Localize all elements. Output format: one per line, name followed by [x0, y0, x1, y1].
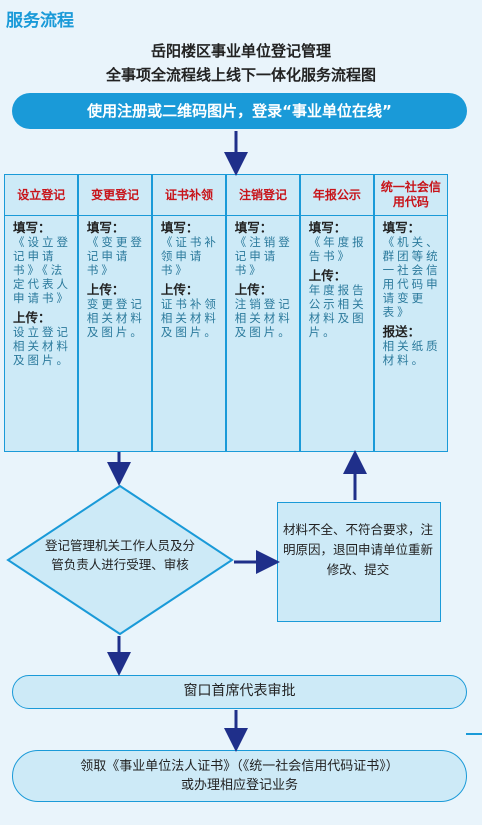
- review-diamond: [6, 484, 234, 636]
- final-step-line-1: 领取《事业单位法人证书》（《统一社会信用代码证书》）: [80, 759, 399, 774]
- step-body: 填写：《机关、群团等统一社会信用代码申请变更表》报送：相关纸质材料。: [375, 216, 447, 368]
- step-column: 变更登记填写：《变更登记申请书》上传：变更登记相关材料及图片。: [78, 175, 152, 451]
- approval-step-bar: 窗口首席代表审批: [12, 675, 467, 709]
- step-body: 填写：《设立登记申请书》《法定代表人申请书》上传：设立登记相关材料及图片。: [5, 216, 77, 368]
- step-column: 设立登记填写：《设立登记申请书》《法定代表人申请书》上传：设立登记相关材料及图片…: [5, 175, 78, 451]
- upload-label: 上传：: [160, 282, 199, 297]
- final-step-bar: 领取《事业单位法人证书》（《统一社会信用代码证书》） 或办理相应登记业务: [12, 750, 467, 802]
- diagram-title-line-1: 岳阳楼区事业单位登记管理: [150, 42, 331, 60]
- reject-text: 材料不全、不符合要求，注明原因，退回申请单位重新修改、提交: [282, 522, 433, 577]
- fill-text: 《注销登记申请书》: [234, 235, 293, 277]
- diagram-title-line-2: 全事项全流程线上线下一体化服务流程图: [105, 66, 376, 84]
- step-column: 年报公示填写：《年度报告书》上传：年度报告公示相关材料及图片。: [300, 175, 374, 451]
- service-steps-table: 设立登记填写：《设立登记申请书》《法定代表人申请书》上传：设立登记相关材料及图片…: [4, 174, 448, 452]
- step-head: 年报公示: [300, 175, 374, 216]
- header-label: 服务流程: [6, 11, 74, 31]
- fill-text: 《变更登记申请书》: [86, 235, 145, 277]
- fill-label: 填写：: [234, 220, 273, 235]
- step-body: 填写：《注销登记申请书》上传：注销登记相关材料及图片。: [227, 216, 299, 340]
- upload-text: 证书补领相关材料及图片。: [160, 297, 219, 339]
- step-head: 变更登记: [78, 175, 152, 216]
- fill-label: 填写：: [13, 220, 51, 235]
- upload-text: 注销登记相关材料及图片。: [234, 297, 293, 339]
- upload-label: 报送：: [382, 324, 421, 339]
- final-step-line-2: 或办理相应登记业务: [180, 778, 298, 793]
- step-body: 填写：《年度报告书》上传：年度报告公示相关材料及图片。: [301, 216, 373, 340]
- step-head: 设立登记: [5, 175, 78, 216]
- fill-text: 《设立登记申请书》《法定代表人申请书》: [13, 235, 71, 305]
- step-column: 统一社会信用代码填写：《机关、群团等统一社会信用代码申请变更表》报送：相关纸质材…: [374, 175, 448, 451]
- login-step-bar: 使用注册或二维码图片，登录“事业单位在线”: [12, 93, 467, 129]
- side-decoration-line: [466, 733, 482, 735]
- step-head: 证书补领: [152, 175, 226, 216]
- upload-label: 上传：: [13, 310, 51, 325]
- step-head: 统一社会信用代码: [374, 175, 448, 216]
- step-column: 证书补领填写：《证书补领申请书》上传：证书补领相关材料及图片。: [152, 175, 226, 451]
- step-column: 注销登记填写：《注销登记申请书》上传：注销登记相关材料及图片。: [226, 175, 300, 451]
- upload-text: 年度报告公示相关材料及图片。: [308, 283, 367, 339]
- step-body: 填写：《变更登记申请书》上传：变更登记相关材料及图片。: [79, 216, 151, 340]
- step-body: 填写：《证书补领申请书》上传：证书补领相关材料及图片。: [153, 216, 225, 340]
- fill-label: 填写：: [382, 220, 421, 235]
- reject-box: [277, 502, 441, 622]
- fill-label: 填写：: [160, 220, 199, 235]
- review-text: 登记管理机关工作人员及分管负责人进行受理、审核: [45, 538, 196, 572]
- fill-text: 《证书补领申请书》: [160, 235, 219, 277]
- upload-text: 变更登记相关材料及图片。: [86, 297, 145, 339]
- upload-label: 上传：: [234, 282, 273, 297]
- step-head: 注销登记: [226, 175, 300, 216]
- upload-text: 设立登记相关材料及图片。: [13, 325, 71, 367]
- fill-text: 《年度报告书》: [308, 235, 367, 263]
- upload-text: 相关纸质材料。: [382, 339, 441, 367]
- fill-label: 填写：: [86, 220, 125, 235]
- upload-label: 上传：: [308, 268, 347, 283]
- fill-text: 《机关、群团等统一社会信用代码申请变更表》: [382, 235, 441, 319]
- fill-label: 填写：: [308, 220, 347, 235]
- upload-label: 上传：: [86, 282, 125, 297]
